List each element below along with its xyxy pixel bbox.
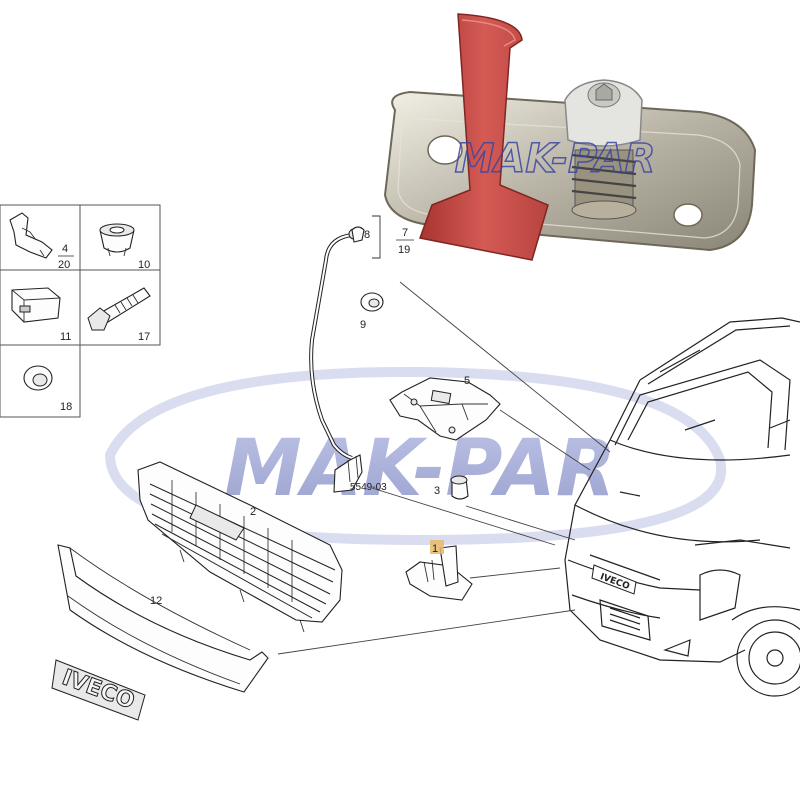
- inset-part-18: [23, 365, 53, 391]
- inset-label-18: 18: [60, 401, 72, 413]
- inset-label-4: 4: [62, 243, 68, 255]
- release-rod: [309, 226, 365, 493]
- label-19: 19: [398, 244, 410, 256]
- part-1-striker: [405, 540, 473, 601]
- part-5-latch: [389, 377, 501, 441]
- part-3: [450, 475, 469, 500]
- inset-label-17: 17: [138, 331, 150, 343]
- part-photo: MAK-PAR: [383, 13, 757, 261]
- inset-part-11: [11, 287, 61, 323]
- leader-lines: [277, 281, 611, 655]
- label-5: 5: [464, 375, 470, 387]
- label-ref-5549-03: 5549-03: [350, 482, 387, 493]
- watermark: MAK-PAR: [104, 366, 727, 546]
- label-8: 8: [364, 229, 370, 241]
- iveco-badge: IVECO: [51, 659, 146, 721]
- parts-inset: 4 20 10 11 17 18: [0, 204, 161, 418]
- inset-part-17: [87, 287, 151, 331]
- inset-label-11: 11: [60, 331, 71, 343]
- label-1: 1: [432, 543, 438, 555]
- label-7: 7: [402, 227, 408, 239]
- part-2-grille: [137, 461, 343, 633]
- label-9: 9: [360, 319, 366, 331]
- inset-part-4: [9, 212, 53, 259]
- watermark-text: MAK-PAR: [224, 424, 616, 514]
- iveco-badge-text: IVECO: [59, 665, 138, 714]
- inset-label-10: 10: [138, 259, 150, 271]
- label-12: 12: [150, 595, 162, 607]
- photo-watermark: MAK-PAR: [455, 136, 656, 182]
- part-9: [360, 292, 384, 312]
- inset-part-10: [99, 223, 135, 257]
- label-3: 3: [434, 485, 440, 497]
- inset-label-20: 20: [58, 259, 70, 271]
- label-2: 2: [250, 506, 256, 518]
- part-12-trim: [57, 544, 269, 693]
